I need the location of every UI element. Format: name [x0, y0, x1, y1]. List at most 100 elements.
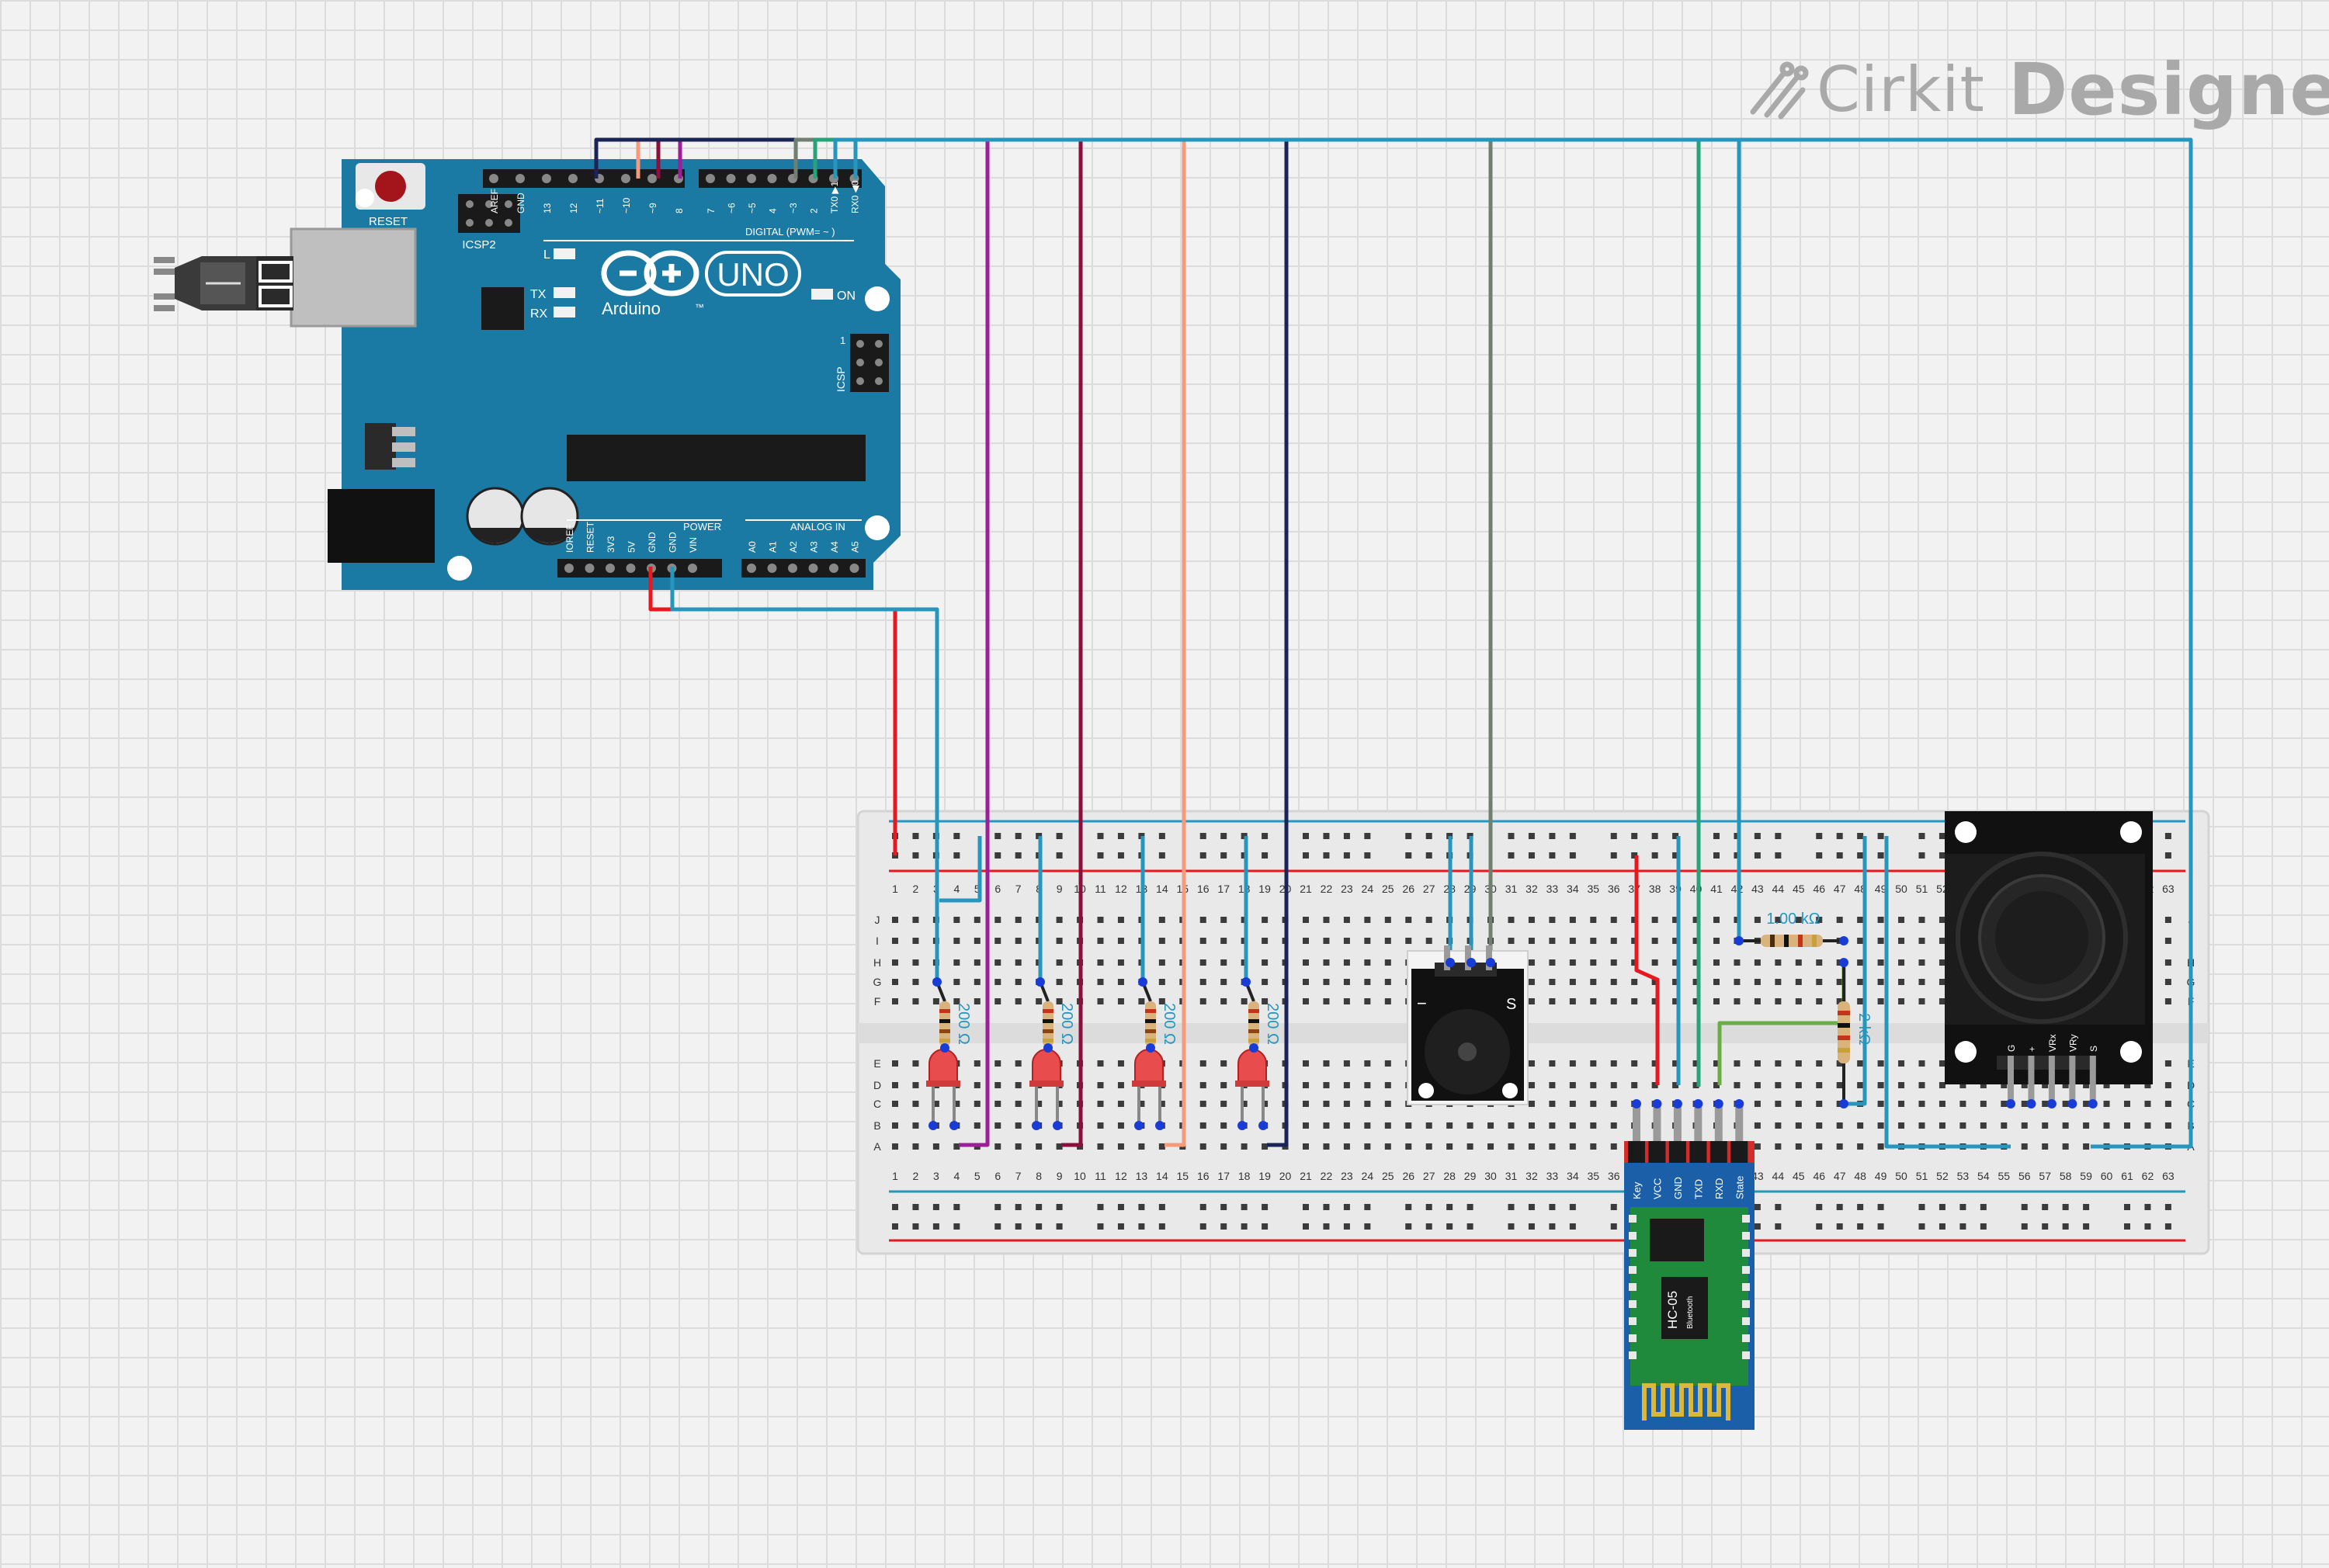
- breadboard-hole[interactable]: [2062, 1122, 2069, 1129]
- rail-hole[interactable]: [1241, 1204, 1248, 1210]
- breadboard-hole[interactable]: [1549, 1101, 1556, 1107]
- breadboard-hole[interactable]: [1836, 1122, 1843, 1129]
- breadboard-hole[interactable]: [1713, 1082, 1720, 1088]
- breadboard-hole[interactable]: [1364, 998, 1371, 1004]
- breadboard-hole[interactable]: [1036, 998, 1043, 1004]
- rail-hole[interactable]: [1015, 852, 1022, 859]
- breadboard-hole[interactable]: [1097, 1082, 1104, 1088]
- breadboard-hole[interactable]: [1323, 1060, 1330, 1067]
- breadboard-hole[interactable]: [2164, 938, 2171, 944]
- breadboard-hole[interactable]: [1097, 1122, 1104, 1129]
- breadboard-hole[interactable]: [1303, 1082, 1309, 1088]
- breadboard-hole[interactable]: [1323, 1101, 1330, 1107]
- breadboard-hole[interactable]: [912, 998, 919, 1004]
- breadboard-hole[interactable]: [1549, 979, 1556, 985]
- breadboard-hole[interactable]: [1303, 917, 1309, 923]
- breadboard-hole[interactable]: [1569, 938, 1576, 944]
- breadboard-hole[interactable]: [892, 959, 898, 966]
- rail-hole[interactable]: [1754, 1223, 1761, 1230]
- breadboard-hole[interactable]: [892, 1122, 898, 1129]
- breadboard-hole[interactable]: [1816, 1082, 1823, 1088]
- breadboard-hole[interactable]: [1857, 959, 1864, 966]
- breadboard-hole[interactable]: [1015, 1122, 1022, 1129]
- rail-hole[interactable]: [1241, 1223, 1248, 1230]
- breadboard-hole[interactable]: [953, 998, 960, 1004]
- arduino-pin[interactable]: [564, 564, 574, 573]
- rail-hole[interactable]: [1816, 833, 1823, 839]
- rail-hole[interactable]: [1158, 852, 1165, 859]
- breadboard-hole[interactable]: [1303, 979, 1309, 985]
- rail-hole[interactable]: [912, 833, 919, 839]
- rail-hole[interactable]: [1528, 852, 1535, 859]
- breadboard-hole[interactable]: [2083, 1082, 2090, 1088]
- rail-hole[interactable]: [1405, 852, 1412, 859]
- breadboard-hole[interactable]: [1692, 959, 1699, 966]
- arduino-pin[interactable]: [626, 564, 636, 573]
- breadboard-hole[interactable]: [1262, 1143, 1269, 1150]
- rail-hole[interactable]: [912, 852, 919, 859]
- breadboard-hole[interactable]: [1015, 1143, 1022, 1150]
- breadboard-hole[interactable]: [1569, 1060, 1576, 1067]
- rail-hole[interactable]: [1877, 1223, 1884, 1230]
- breadboard-hole[interactable]: [1466, 1122, 1473, 1129]
- rail-hole[interactable]: [2062, 1204, 2069, 1210]
- breadboard-hole[interactable]: [1262, 959, 1269, 966]
- breadboard-hole[interactable]: [1199, 959, 1206, 966]
- breadboard-hole[interactable]: [1754, 1101, 1761, 1107]
- rail-hole[interactable]: [2021, 1204, 2028, 1210]
- breadboard-hole[interactable]: [2062, 1143, 2069, 1150]
- breadboard-hole[interactable]: [1734, 1060, 1741, 1067]
- breadboard-hole[interactable]: [1939, 917, 1945, 923]
- rail-hole[interactable]: [1939, 833, 1945, 839]
- breadboard-hole[interactable]: [912, 938, 919, 944]
- rail-hole[interactable]: [953, 1204, 960, 1210]
- breadboard-hole[interactable]: [1877, 998, 1884, 1004]
- breadboard-hole[interactable]: [1158, 979, 1165, 985]
- rail-hole[interactable]: [1508, 1223, 1515, 1230]
- breadboard-hole[interactable]: [1713, 938, 1720, 944]
- breadboard-hole[interactable]: [1939, 998, 1945, 1004]
- breadboard-hole[interactable]: [1138, 998, 1145, 1004]
- rail-hole[interactable]: [1405, 1204, 1412, 1210]
- breadboard-hole[interactable]: [1117, 1101, 1124, 1107]
- breadboard-hole[interactable]: [953, 1143, 960, 1150]
- breadboard-hole[interactable]: [1754, 1060, 1761, 1067]
- breadboard-hole[interactable]: [1980, 1101, 1987, 1107]
- breadboard-hole[interactable]: [1939, 1060, 1945, 1067]
- breadboard-hole[interactable]: [1384, 1143, 1391, 1150]
- breadboard-hole[interactable]: [1549, 959, 1556, 966]
- rail-hole[interactable]: [1569, 833, 1576, 839]
- breadboard-hole[interactable]: [932, 1101, 939, 1107]
- breadboard-hole[interactable]: [1323, 938, 1330, 944]
- breadboard-hole[interactable]: [1384, 1060, 1391, 1067]
- breadboard-hole[interactable]: [1877, 938, 1884, 944]
- breadboard-hole[interactable]: [1775, 979, 1782, 985]
- breadboard-hole[interactable]: [1610, 998, 1617, 1004]
- breadboard-hole[interactable]: [953, 938, 960, 944]
- hc05-pin[interactable]: [1735, 1106, 1744, 1145]
- breadboard-hole[interactable]: [1384, 1082, 1391, 1088]
- breadboard-hole[interactable]: [1549, 998, 1556, 1004]
- joystick-pin[interactable]: [2008, 1056, 2014, 1102]
- breadboard-hole[interactable]: [1672, 998, 1679, 1004]
- rail-hole[interactable]: [1425, 1223, 1432, 1230]
- breadboard-hole[interactable]: [1241, 998, 1248, 1004]
- breadboard-hole[interactable]: [2083, 1122, 2090, 1129]
- breadboard-hole[interactable]: [1918, 1101, 1925, 1107]
- breadboard-hole[interactable]: [2062, 1082, 2069, 1088]
- rail-hole[interactable]: [1651, 833, 1658, 839]
- rail-hole[interactable]: [953, 833, 960, 839]
- breadboard-hole[interactable]: [2042, 1082, 2049, 1088]
- rail-hole[interactable]: [1836, 1223, 1843, 1230]
- rail-hole[interactable]: [1775, 833, 1782, 839]
- breadboard-hole[interactable]: [1425, 917, 1432, 923]
- breadboard-hole[interactable]: [1528, 959, 1535, 966]
- hc05-pin[interactable]: [1694, 1106, 1702, 1145]
- breadboard-hole[interactable]: [1343, 1060, 1350, 1067]
- breadboard-hole[interactable]: [1836, 1060, 1843, 1067]
- breadboard-hole[interactable]: [1775, 1143, 1782, 1150]
- rail-hole[interactable]: [1405, 833, 1412, 839]
- arduino-pin[interactable]: [542, 174, 551, 183]
- breadboard-hole[interactable]: [974, 998, 981, 1004]
- rail-hole[interactable]: [1877, 1204, 1884, 1210]
